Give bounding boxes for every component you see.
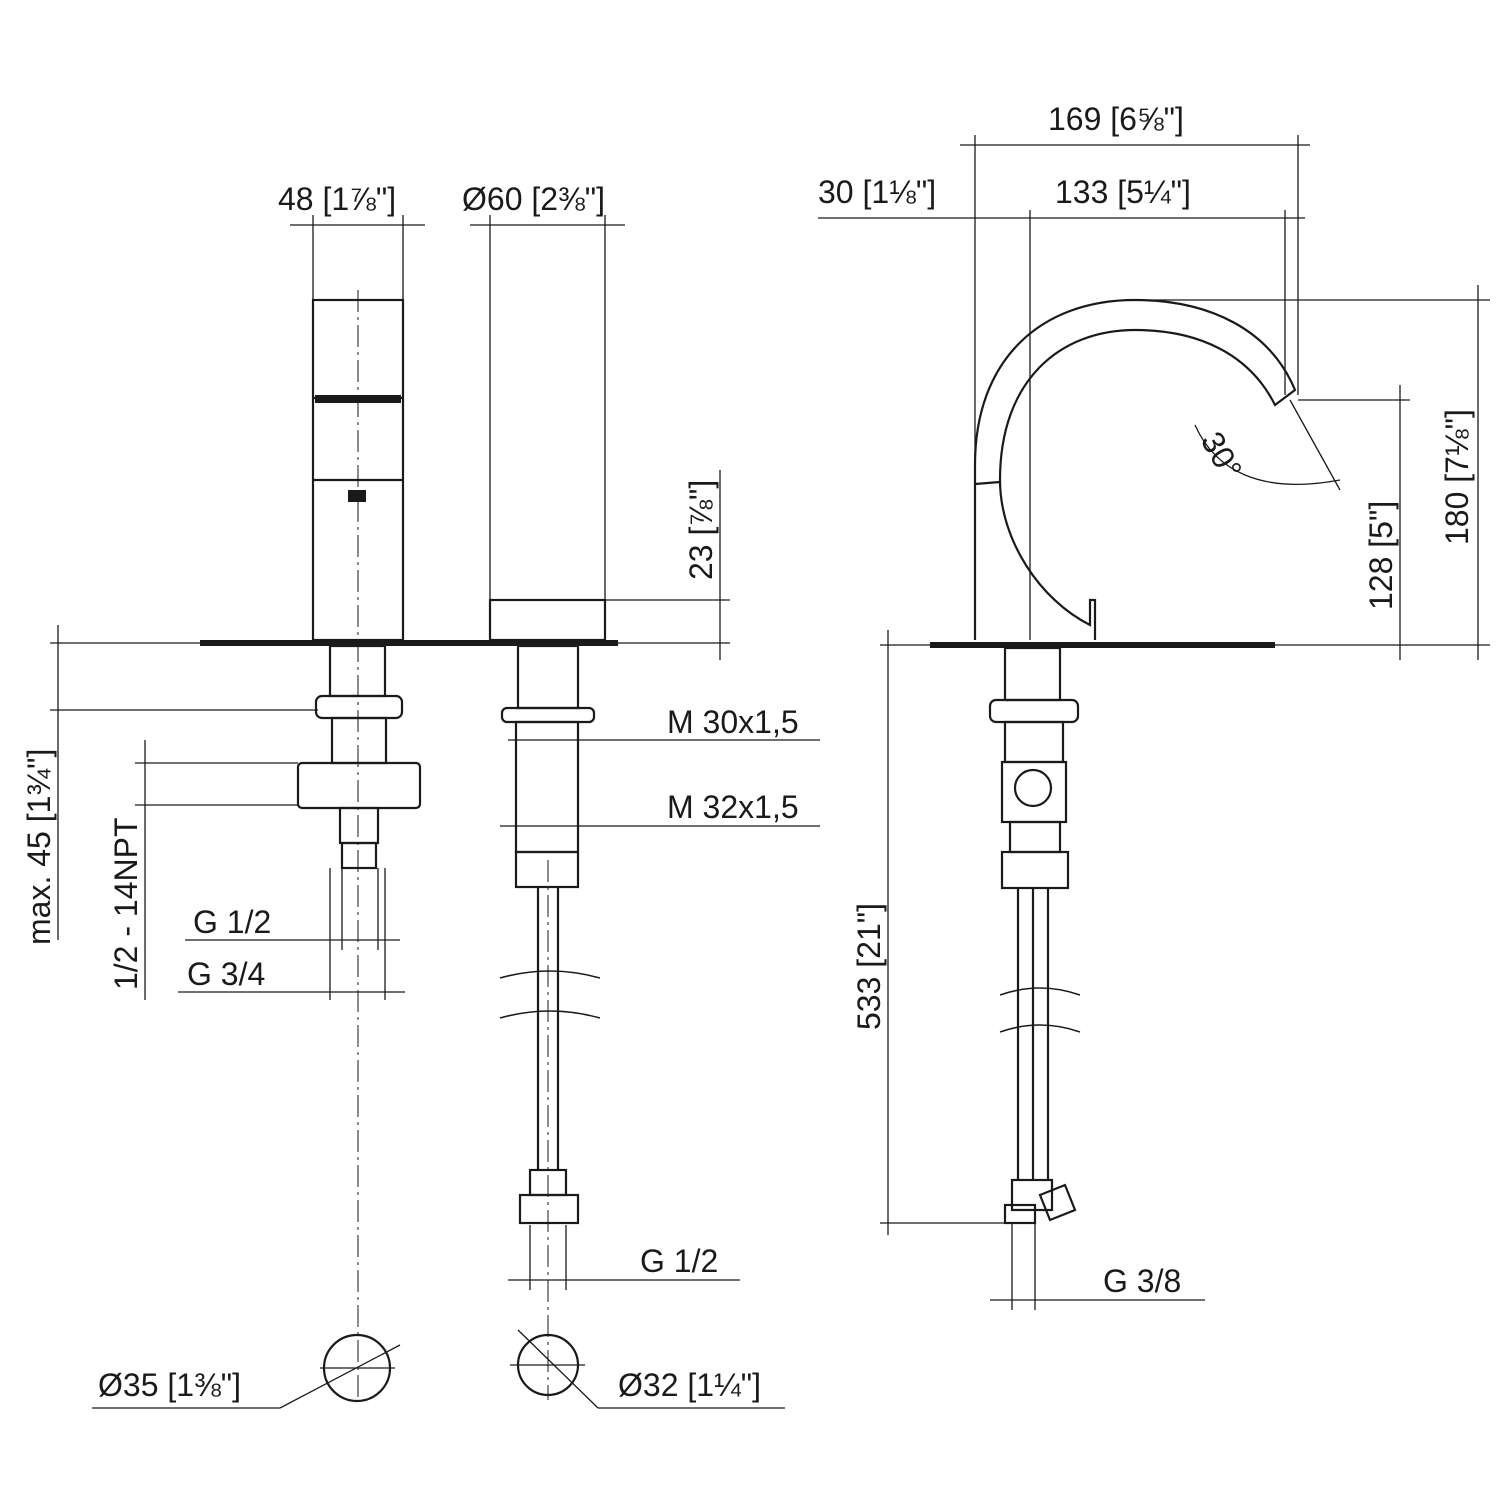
dim-text: M 30x1,5 (667, 704, 799, 740)
dim-text: 128 [5"] (1363, 501, 1399, 610)
dim-text: 1/2 - 14NPT (108, 817, 144, 990)
dim-text: 30 [1⅛"] (818, 174, 936, 210)
dim-text: M 32x1,5 (667, 789, 799, 825)
dim-text: 23 [⅞"] (683, 480, 719, 580)
handle-unit (200, 290, 618, 1400)
dim-text: 180 [7⅛"] (1439, 409, 1475, 545)
dim-text: 30° (1194, 426, 1249, 486)
dim-handle-width: 48 [1⅞"] (278, 181, 425, 300)
dim-text: max. 45 [1¾"] (21, 749, 57, 945)
dim-text: Ø32 [1¼"] (618, 1367, 761, 1403)
dim-text: 169 [6⅝"] (1048, 101, 1184, 137)
cylinder-unit: Ø60 [2⅜"] (462, 181, 625, 1400)
dim-text: G 1/2 (640, 1243, 718, 1279)
dim-text: Ø60 [2⅜"] (462, 181, 605, 217)
dim-text: G 3/4 (187, 956, 265, 992)
dim-text: G 1/2 (193, 904, 271, 940)
dim-text: G 3/8 (1103, 1263, 1181, 1299)
dim-text: 533 [21"] (851, 903, 887, 1030)
dim-text: 48 [1⅞"] (278, 181, 396, 217)
spout-unit (930, 298, 1297, 1225)
dim-text: Ø35 [1⅜"] (98, 1367, 241, 1403)
dim-text: 133 [5¼"] (1055, 174, 1191, 210)
